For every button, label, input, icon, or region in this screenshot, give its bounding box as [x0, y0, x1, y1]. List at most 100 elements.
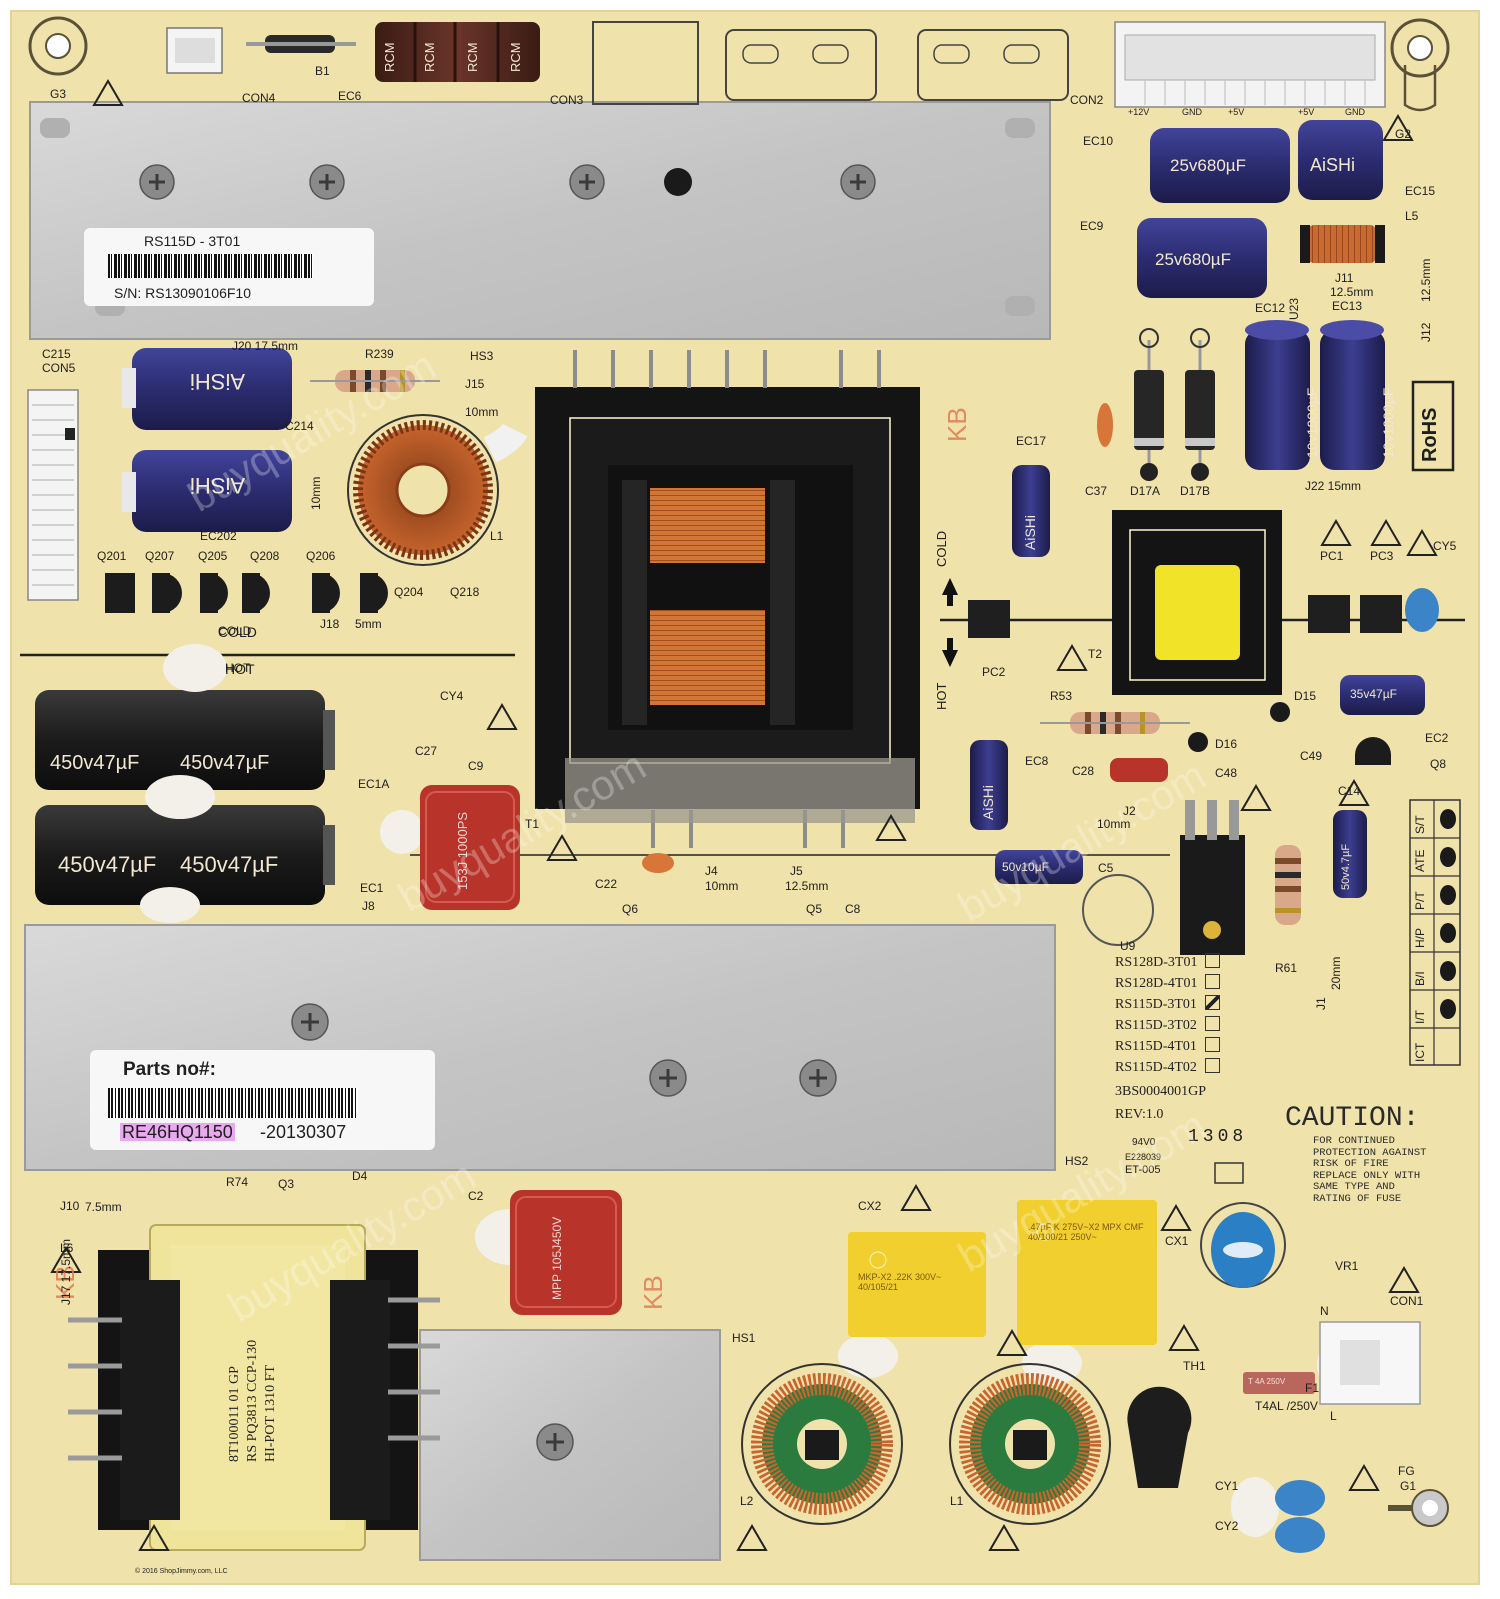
ref-designator: CX1: [1165, 1234, 1189, 1248]
ref-designator: EC12: [1255, 301, 1286, 315]
ref-designator: CON1: [1390, 1294, 1424, 1308]
caution-line: PROTECTION AGAINST: [1313, 1146, 1427, 1159]
cap-marking: 450v47µF: [180, 752, 270, 774]
fuse-rating: T4AL /250V: [1255, 1399, 1318, 1413]
model-option: RS115D-3T01: [1115, 997, 1197, 1012]
ref-designator: CON4: [242, 91, 276, 105]
ref-designator: C2: [468, 1189, 484, 1203]
pin-label: +12V: [1128, 107, 1150, 117]
ref-designator: J15: [465, 377, 485, 391]
ref-designator: L: [1330, 1409, 1337, 1423]
ref-designator: CX2: [858, 1199, 882, 1213]
ref-designator: R61: [1275, 961, 1298, 975]
ref-designator: J8: [362, 899, 375, 913]
model-option: RS115D-4T01: [1115, 1039, 1197, 1054]
ref-designator: EC13: [1332, 299, 1363, 313]
ref-designator: HS3: [470, 349, 494, 363]
ref-designator: Q5: [806, 902, 823, 916]
ref-designator: J10: [60, 1199, 80, 1213]
ref-designator: C28: [1072, 764, 1095, 778]
ref-designator: Q6: [622, 902, 639, 916]
ref-designator: J18: [320, 617, 340, 631]
caution-line: SAME TYPE AND: [1313, 1181, 1395, 1193]
ref-designator: Q218: [450, 585, 480, 599]
ref-designator: EC202: [200, 529, 237, 543]
ref-designator: C214: [285, 419, 314, 433]
ref-designator: L6: [60, 1241, 74, 1255]
ref-designator: G1: [1400, 1479, 1417, 1493]
ref-designator: C5: [1098, 861, 1114, 875]
ref-designator: CY2: [1215, 1519, 1239, 1533]
ref-designator: R53: [1050, 689, 1073, 703]
ref-designator: D17B: [1180, 484, 1211, 498]
ref-designator: VR1: [1335, 1259, 1359, 1273]
cap-marking: 35v47µF: [1350, 687, 1397, 701]
ref-designator: J11: [1335, 271, 1354, 285]
caution-line: REPLACE ONLY WITH: [1313, 1169, 1421, 1182]
ref-designator: U9: [1120, 939, 1136, 953]
ref-designator: T2: [1088, 647, 1103, 661]
caution-line: FOR CONTINUED: [1313, 1135, 1395, 1147]
serial-number: S/N: RS13090106F10: [114, 285, 251, 301]
ref-designator: C215: [42, 347, 71, 361]
ref-designator: FG: [1398, 1464, 1415, 1478]
hot-label: HOT: [225, 661, 255, 677]
ref-designator: J5: [790, 864, 803, 878]
pin-label: +5V: [1298, 107, 1315, 117]
ref-designator: C22: [595, 877, 618, 891]
caution-title: CAUTION:: [1285, 1103, 1420, 1134]
ref-designator: HS2: [1065, 1154, 1089, 1168]
fuse-marking: T 4A 250V: [1248, 1377, 1286, 1386]
ref-designator: 12.5mm: [1419, 258, 1433, 302]
caution-text: FOR CONTINUED PROTECTION AGAINST RISK OF…: [1313, 1135, 1463, 1205]
cold-label: COLD: [218, 624, 257, 640]
cap-marking: 450v47µF: [50, 752, 140, 774]
ref-designator: EC15: [1405, 184, 1436, 198]
ul-mark: 94V0: [1132, 1137, 1156, 1148]
ref-designator: EC8: [1025, 754, 1049, 768]
cap-marking: 50v10µF: [1002, 860, 1049, 874]
cap-marking: 450v47µF: [58, 852, 157, 877]
ref-designator: F1: [1305, 1381, 1320, 1395]
ref-designator: J1: [1314, 997, 1328, 1010]
ref-designator: L1: [950, 1494, 964, 1508]
ref-designator: C8: [845, 902, 861, 916]
ref-designator: CY4: [440, 689, 464, 703]
ref-designator: D4: [352, 1169, 368, 1183]
model-sticker: RS115D - 3T01 S/N: RS13090106F10: [84, 228, 374, 306]
ref-designator: 7.5mm: [85, 1200, 122, 1214]
revision: REV:1.0: [1115, 1107, 1164, 1122]
cap-marking: 25v680µF: [1170, 156, 1246, 175]
ref-designator: EC10: [1083, 134, 1114, 148]
ref-designator: Q201: [97, 549, 127, 563]
ref-designator: Q204: [394, 585, 424, 599]
barcode: [108, 1088, 358, 1118]
x2-cap-marking: MKP-X2 .22K 300V~ 40/105/21: [858, 1272, 942, 1292]
model-number: RS115D - 3T01: [144, 233, 241, 249]
part-number-suffix: -20130307: [260, 1122, 347, 1142]
model-option: RS128D-4T01: [1115, 976, 1198, 991]
ref-designator: HS1: [732, 1331, 756, 1345]
ref-designator: R239: [365, 347, 394, 361]
power-supply-board: RS115D - 3T01 S/N: RS13090106F10 Parts n…: [10, 10, 1480, 1585]
ref-designator: Q207: [145, 549, 175, 563]
caution-line: RISK OF FIRE: [1313, 1158, 1389, 1170]
ref-designator: J12: [1419, 322, 1433, 342]
ref-designator: J20 17.5mm: [232, 339, 299, 353]
ref-designator: G2: [1395, 127, 1412, 141]
ref-designator: 10mm: [309, 476, 323, 510]
ref-designator: J22 15mm: [1305, 479, 1362, 493]
ref-designator: 12.5mm: [785, 879, 829, 893]
cap-marking: 25v680µF: [1155, 250, 1231, 269]
ref-designator: CON5: [42, 361, 76, 375]
ref-designator: COLD: [218, 624, 252, 638]
ref-designator: 12.5mm: [1330, 285, 1374, 299]
ref-designator: 20mm: [1329, 956, 1343, 990]
part-number-highlight: RE46HQ1150: [120, 1122, 235, 1142]
ref-designator: 10mm: [1097, 817, 1131, 831]
ref-designator: J2: [1123, 804, 1136, 818]
ref-designator: D17A: [1130, 484, 1161, 498]
ref-designator: J17 17.5mm: [59, 1238, 73, 1305]
model-option: RS128D-3T01: [1115, 955, 1198, 970]
